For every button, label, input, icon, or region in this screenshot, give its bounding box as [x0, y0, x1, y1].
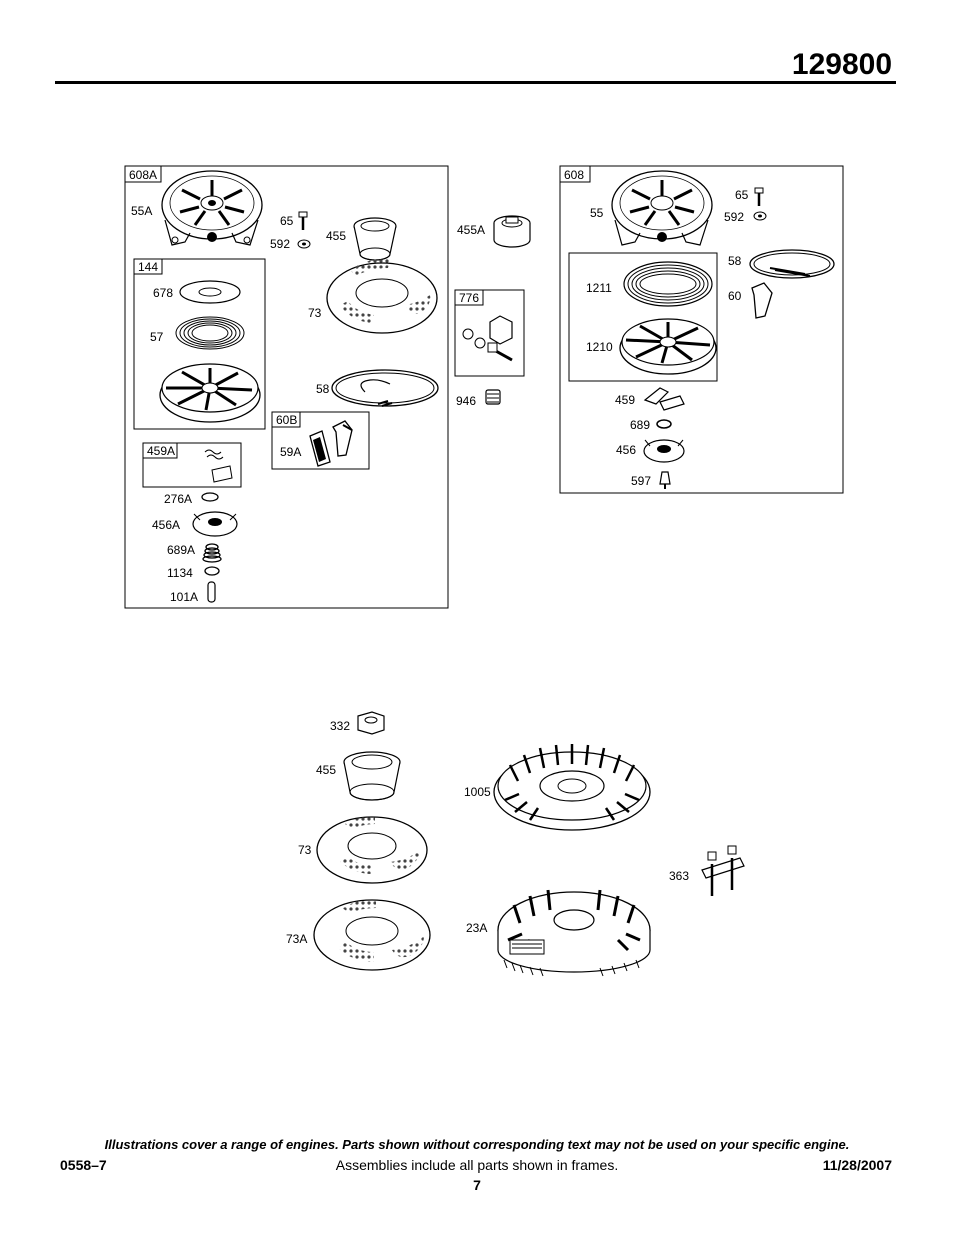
rewind-spring-57 — [175, 316, 245, 350]
frame-144: 144 — [133, 258, 266, 430]
label-73-bottom: 73 — [298, 843, 312, 857]
pulley-1210 — [619, 318, 717, 375]
debris-screen-73-bottom — [316, 816, 428, 884]
rewind-spring-1211 — [623, 261, 713, 307]
starter-rope-58-right — [749, 249, 835, 279]
label-455-bottom: 455 — [316, 763, 336, 777]
frame-label-608a: 608A — [129, 168, 157, 182]
frame-776: 776 — [454, 289, 525, 377]
label-689: 689 — [630, 418, 650, 432]
nut-946 — [485, 389, 501, 405]
label-58-right: 58 — [728, 254, 742, 268]
label-276a: 276A — [164, 492, 192, 506]
nut-332 — [357, 711, 385, 735]
pawl-spring-459a — [204, 449, 233, 483]
label-1210: 1210 — [586, 340, 613, 354]
debris-screen-73-top — [326, 258, 438, 334]
frame-608: 608 — [559, 165, 844, 494]
bracket-363 — [701, 845, 745, 896]
frame-label-776: 776 — [459, 291, 479, 305]
label-58-left: 58 — [316, 382, 330, 396]
pin-101a — [207, 581, 216, 603]
frame-459a: 459A — [142, 442, 242, 488]
page-number: 7 — [473, 1177, 481, 1193]
label-59a: 59A — [280, 445, 301, 459]
label-55: 55 — [590, 206, 604, 220]
label-57: 57 — [150, 330, 164, 344]
starter-cup-455-left — [353, 217, 397, 261]
label-23a: 23A — [466, 921, 487, 935]
starter-rope-58-left — [331, 369, 439, 407]
spring-689a — [202, 543, 222, 563]
handle-60 — [751, 282, 773, 319]
blower-housing-55a — [161, 170, 263, 246]
screw-65-right — [754, 187, 764, 206]
label-597: 597 — [631, 474, 651, 488]
starter-cup-455-bottom — [343, 751, 401, 801]
flywheel-1005 — [493, 744, 651, 831]
label-60: 60 — [728, 289, 742, 303]
blower-housing-55 — [611, 170, 713, 246]
label-1134: 1134 — [167, 566, 193, 580]
frame-label-144: 144 — [138, 260, 158, 274]
model-number: 129800 — [791, 48, 892, 81]
screw-597 — [659, 471, 671, 489]
pulley-left — [159, 363, 261, 423]
washer-1134 — [204, 566, 220, 576]
starter-cup-455a — [493, 215, 531, 248]
nut-592-right — [753, 211, 767, 221]
label-55a: 55A — [131, 204, 152, 218]
washer-678 — [179, 280, 241, 304]
footer-code: 0558–7 — [60, 1157, 107, 1173]
label-65-right: 65 — [735, 188, 749, 202]
label-592-left: 592 — [270, 237, 290, 251]
nut-592-left — [297, 239, 311, 249]
label-101a: 101A — [170, 590, 198, 604]
debris-screen-73a — [313, 899, 431, 971]
label-363: 363 — [669, 869, 689, 883]
footer-assemblies-note: Assemblies include all parts shown in fr… — [335, 1157, 619, 1173]
washer-276a — [201, 492, 219, 502]
spring-689 — [656, 419, 672, 429]
label-456: 456 — [616, 443, 636, 457]
frame-label-60b: 60B — [276, 413, 297, 427]
frame-label-608: 608 — [564, 168, 584, 182]
footer-date: 11/28/2007 — [822, 1157, 892, 1173]
label-73a: 73A — [286, 932, 307, 946]
label-73-top: 73 — [308, 306, 322, 320]
flywheel-23a — [497, 889, 651, 977]
label-332: 332 — [330, 719, 350, 733]
label-455a: 455A — [457, 223, 485, 237]
retainer-456 — [643, 439, 685, 463]
bracket-776 — [462, 315, 513, 362]
frame-pulley-assembly — [568, 252, 718, 382]
label-1211: 1211 — [586, 281, 612, 295]
screw-65-left — [298, 211, 308, 230]
pawl-459 — [643, 387, 685, 411]
label-592-right: 592 — [724, 210, 744, 224]
frame-608a: 608A — [124, 165, 449, 609]
frame-60b: 60B — [271, 411, 370, 470]
label-689a: 689A — [167, 543, 195, 557]
handle-59a — [309, 420, 353, 467]
label-1005: 1005 — [464, 785, 491, 799]
label-456a: 456A — [152, 518, 180, 532]
footer-disclaimer: Illustrations cover a range of engines. … — [104, 1137, 850, 1152]
label-459: 459 — [615, 393, 635, 407]
frame-label-459a: 459A — [147, 444, 175, 458]
label-65-left: 65 — [280, 214, 294, 228]
label-455-left: 455 — [326, 229, 346, 243]
retainer-456a — [192, 511, 238, 537]
label-678: 678 — [153, 286, 173, 300]
label-946: 946 — [456, 394, 476, 408]
header-rule — [55, 81, 896, 84]
